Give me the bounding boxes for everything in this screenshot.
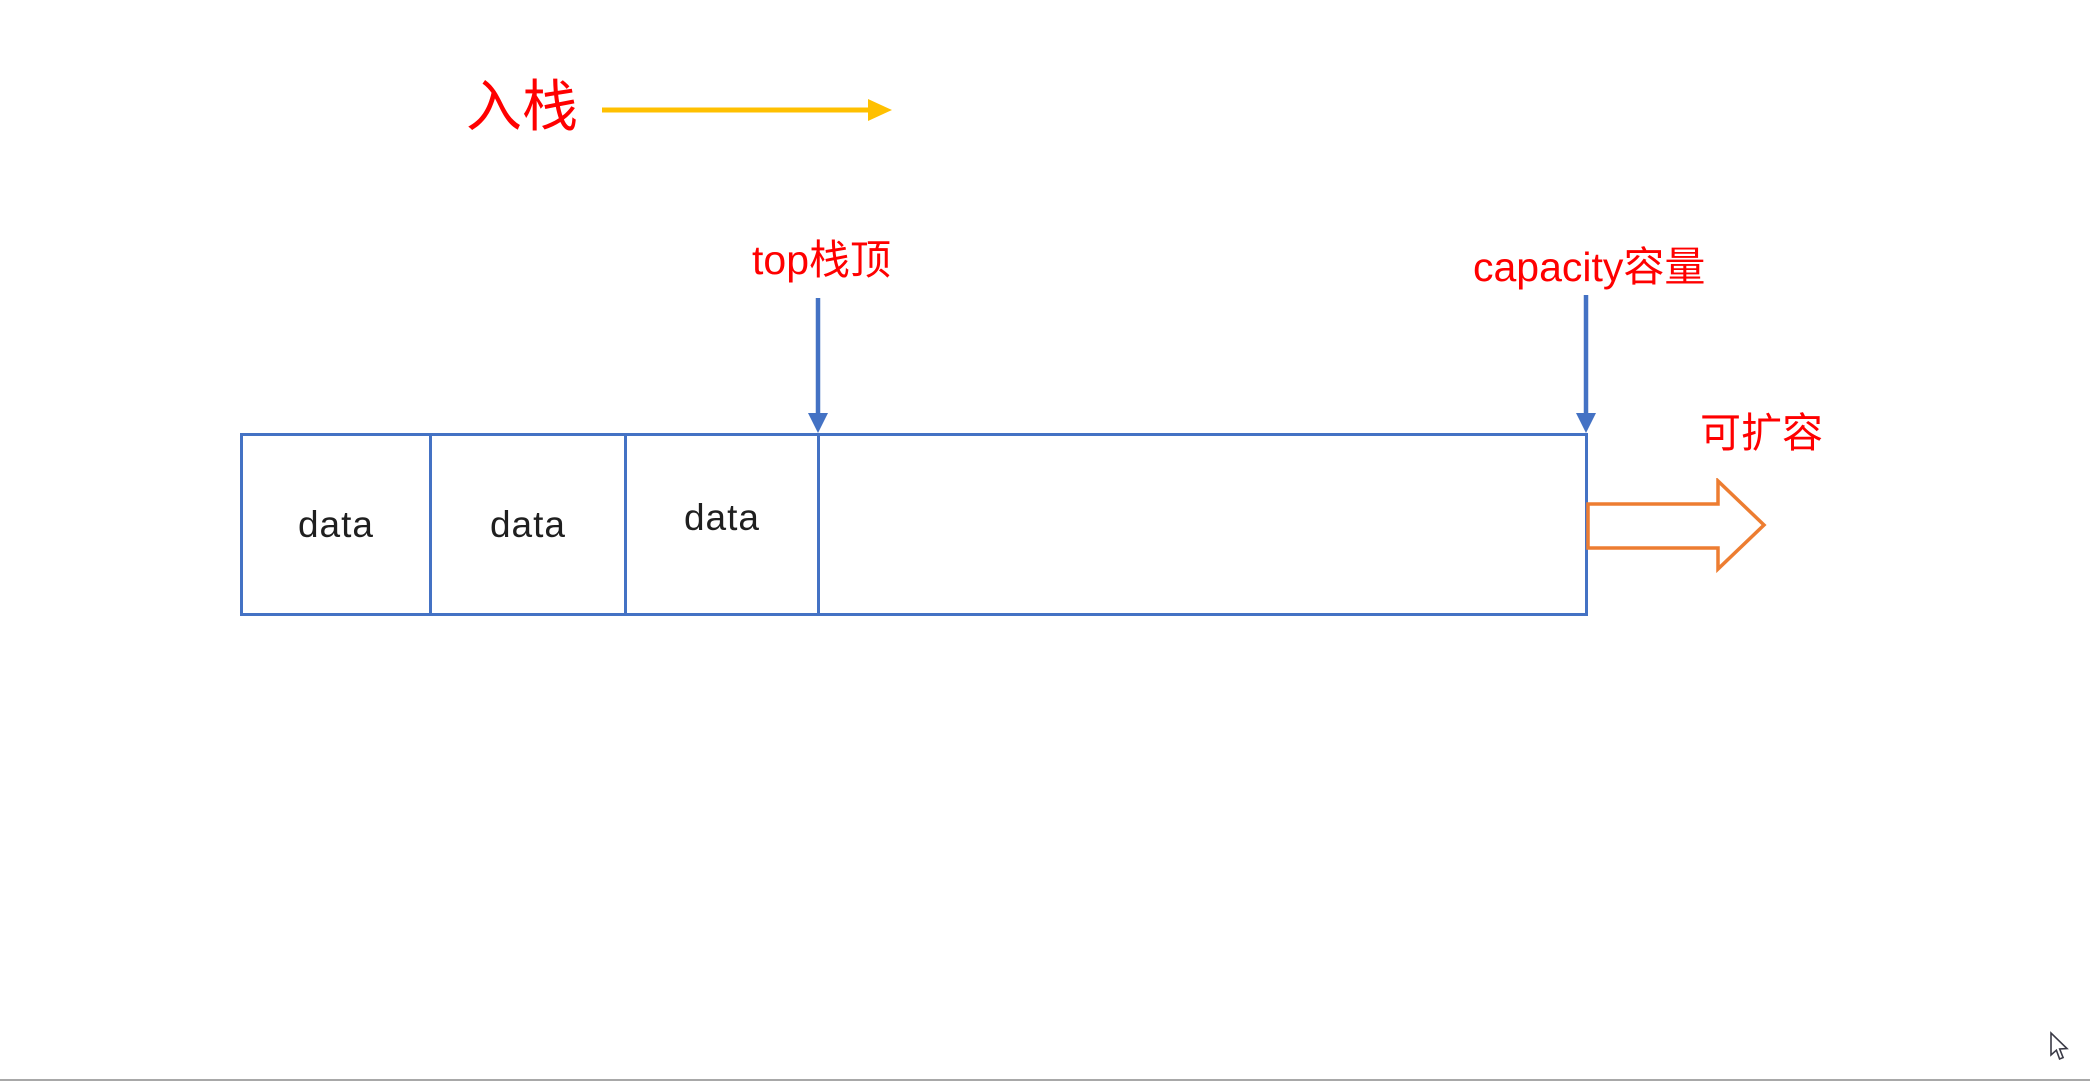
top-pointer-label: top栈顶 (752, 237, 891, 283)
expand-label: 可扩容 (1700, 410, 1823, 456)
stack-cell-value: data (683, 496, 760, 538)
bottom-divider-line (0, 1079, 2090, 1081)
stack-array-box: data data data (240, 433, 1588, 616)
stack-cell: data (627, 436, 820, 613)
push-right-arrow-icon (602, 99, 892, 121)
stack-cell: data (243, 436, 432, 613)
mouse-cursor-icon (2050, 1031, 2069, 1061)
push-label: 入栈 (466, 75, 578, 138)
stack-free-space (820, 436, 1585, 613)
expand-block-arrow-icon (1586, 478, 1767, 574)
stack-cell: data (432, 436, 627, 613)
capacity-pointer-down-arrow-icon (1576, 295, 1596, 433)
stack-cell-value: data (297, 503, 374, 545)
top-pointer-down-arrow-icon (808, 298, 828, 433)
stack-cell-value: data (489, 503, 566, 545)
capacity-pointer-label: capacity容量 (1473, 244, 1706, 290)
